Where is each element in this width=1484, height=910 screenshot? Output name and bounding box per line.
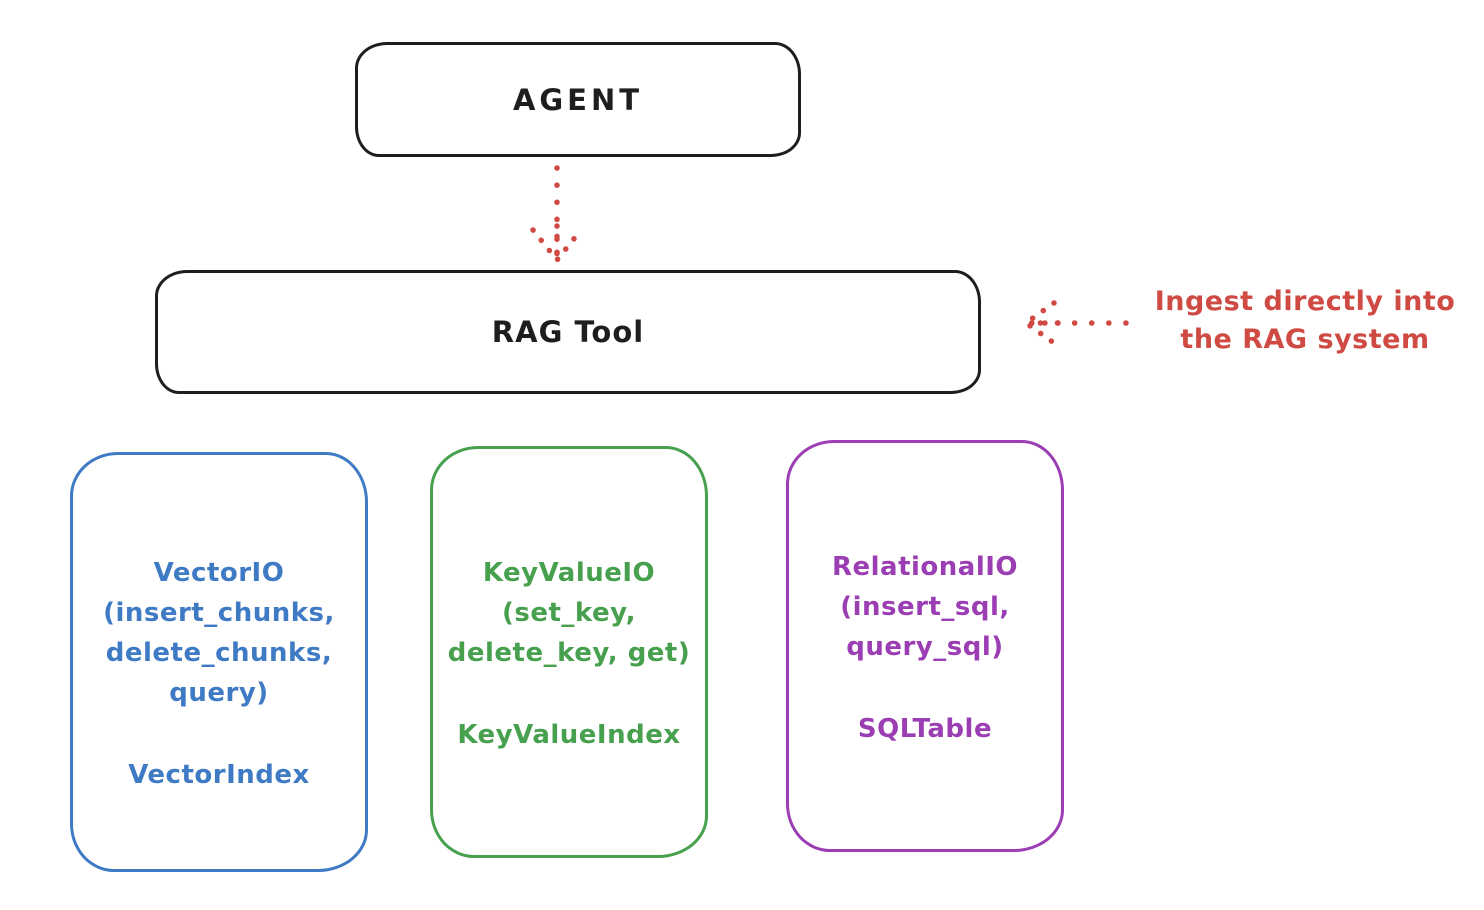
keyvalue-io-box: KeyValueIO (set_key, delete_key, get) Ke… (430, 446, 708, 858)
agent-box: AGENT (355, 42, 801, 157)
relational-io-methods: (insert_sql, query_sql) (840, 592, 1010, 662)
ingest-annotation: Ingest directly into the RAG system (1154, 286, 1456, 355)
agent-to-ragtool-arrow (530, 165, 584, 263)
keyvalue-io-index: KeyValueIndex (457, 720, 681, 750)
vector-io-box: VectorIO (insert_chunks, delete_chunks, … (70, 452, 368, 872)
keyvalue-io-methods: (set_key, delete_key, get) (447, 598, 691, 668)
vector-io-title: VectorIO (153, 558, 285, 588)
relational-io-index: SQLTable (857, 714, 993, 744)
relational-io-box: RelationalIO (insert_sql, query_sql) SQL… (786, 440, 1064, 852)
vector-io-methods: (insert_chunks, delete_chunks, query) (103, 598, 335, 708)
ragtool-box-label: RAG Tool (491, 315, 645, 349)
ragtool-box: RAG Tool (155, 270, 981, 394)
keyvalue-io-title: KeyValueIO (482, 558, 656, 588)
annotation-to-ragtool-arrow (1023, 300, 1129, 346)
agent-box-label: AGENT (512, 82, 644, 117)
vector-io-index: VectorIndex (128, 760, 310, 790)
relational-io-title: RelationalIO (831, 552, 1019, 582)
